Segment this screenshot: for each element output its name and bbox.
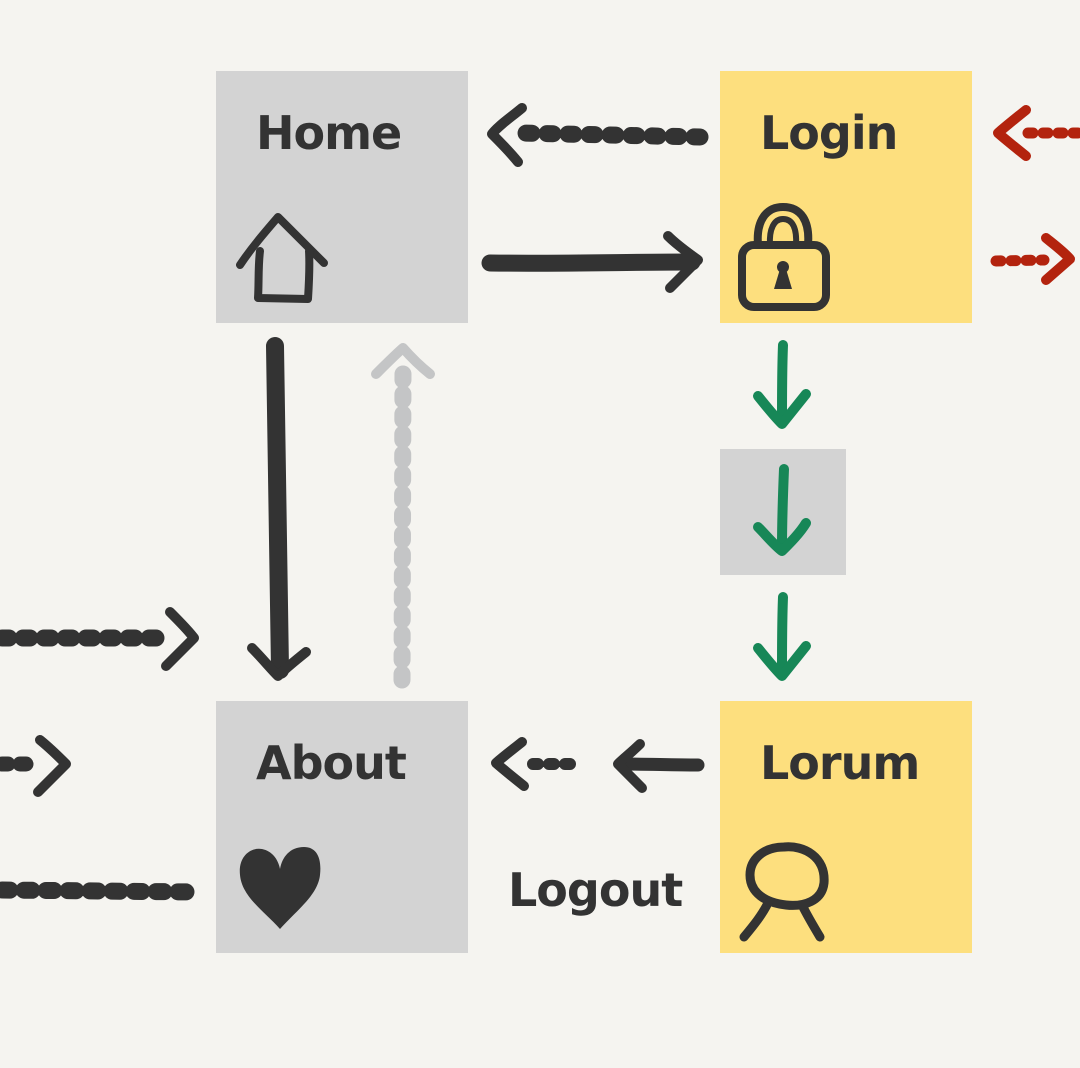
lorum-label: Lorum [760, 736, 920, 790]
about-to-home-faded-arrow [371, 343, 435, 689]
left-incoming-arrow-1 [0, 607, 199, 671]
step-node[interactable] [720, 449, 846, 575]
red-outgoing-arrow [990, 233, 1075, 285]
heart-icon [239, 847, 321, 929]
left-incoming-line-to-about [0, 881, 205, 901]
house-icon [236, 213, 328, 303]
home-label: Home [256, 106, 402, 160]
lorum-to-about-logout-arrow [491, 737, 705, 793]
about-label: About [256, 736, 407, 790]
home-to-login-arrow [481, 231, 703, 293]
step-to-lorum-green-arrow [753, 592, 811, 681]
lorum-node[interactable]: Lorum [720, 701, 972, 953]
red-incoming-arrow [993, 105, 1080, 161]
lock-icon [738, 202, 830, 311]
login-label: Login [760, 106, 898, 160]
user-icon [739, 842, 829, 942]
about-node[interactable]: About [216, 701, 468, 953]
login-to-home-dotted-arrow [487, 103, 709, 167]
login-node[interactable]: Login [720, 71, 972, 323]
green-down-arrow-icon [753, 464, 811, 556]
left-incoming-arrow-2 [0, 735, 71, 797]
home-node[interactable]: Home [216, 71, 468, 323]
logout-edge-label: Logout [508, 863, 683, 917]
home-to-about-arrow [247, 337, 311, 681]
login-to-step-green-arrow [753, 340, 811, 429]
